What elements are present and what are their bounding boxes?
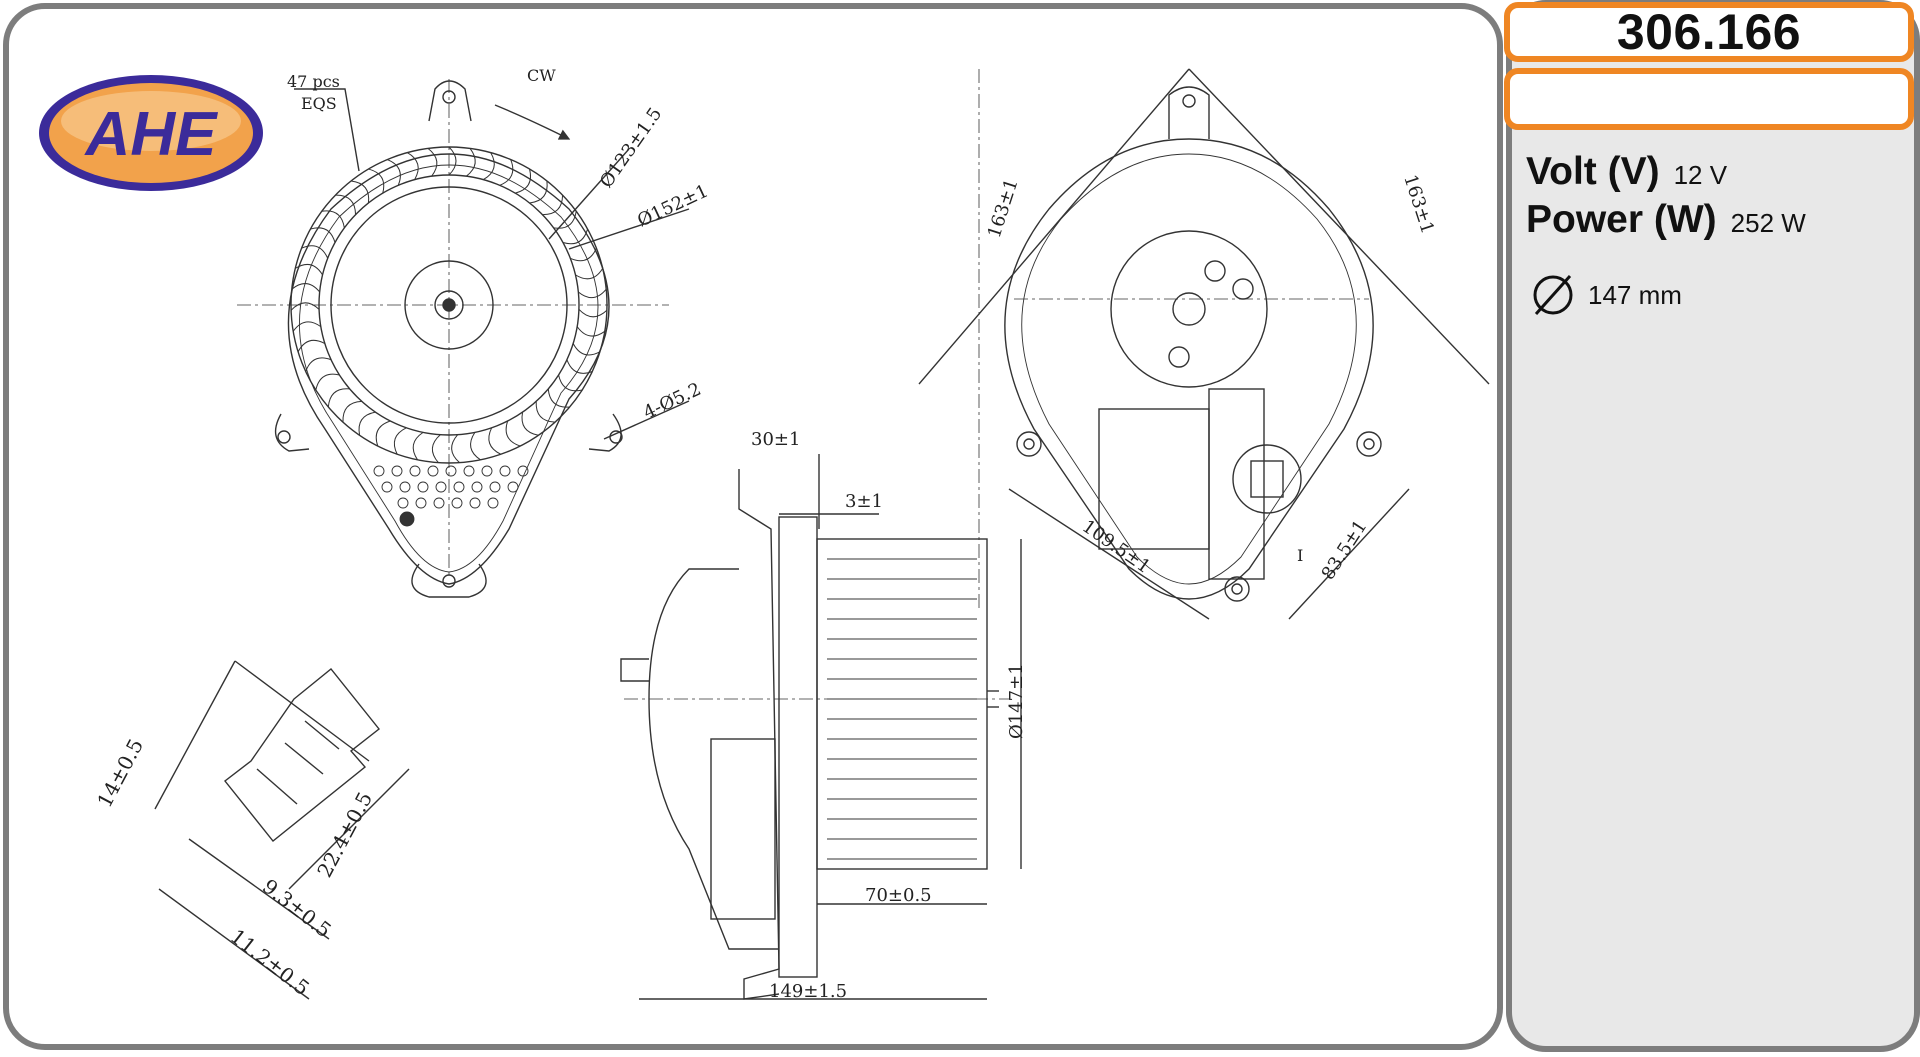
mounting-holes-label: 4-Ø5.2 bbox=[640, 379, 704, 424]
blade-count-label: 47 pcs bbox=[287, 72, 340, 91]
wheel-width-label: 70±0.5 bbox=[865, 885, 932, 906]
total-length-label: 149±1.5 bbox=[769, 981, 847, 1002]
rotation-label: CW bbox=[527, 66, 556, 85]
connector-labels: 14±0.5 22.4±0.5 9.3±0.5 11.2±0.5 bbox=[92, 735, 377, 1001]
outer-diameter-label: Ø152±1 bbox=[634, 181, 711, 232]
gap-label: 3±1 bbox=[845, 491, 883, 512]
span-b-label: 83.5±1 bbox=[1318, 516, 1372, 583]
voltage-value: 12 V bbox=[1673, 160, 1728, 190]
connector-detail bbox=[154, 660, 410, 1000]
inner-diameter-label: Ø123±1.5 bbox=[596, 104, 666, 192]
drawing-frame: AHE bbox=[3, 3, 1503, 1050]
brand-logo: AHE bbox=[39, 75, 263, 191]
diameter-value: 147 mm bbox=[1588, 279, 1682, 310]
connector-c-label: 9.3±0.5 bbox=[258, 874, 336, 942]
part-number-box: 306.166 bbox=[1504, 2, 1914, 62]
height-right-label: 163±1 bbox=[1399, 172, 1438, 236]
marker-label: I bbox=[1297, 546, 1303, 565]
power-value: 252 W bbox=[1730, 208, 1806, 238]
height-left-label: 163±1 bbox=[984, 176, 1023, 240]
part-number: 306.166 bbox=[1616, 4, 1802, 60]
power-label: Power (W) bbox=[1526, 198, 1717, 241]
technical-drawing: AHE bbox=[39, 66, 1490, 1002]
wheel-slats bbox=[827, 558, 977, 860]
spec-panel bbox=[1506, 0, 1920, 1052]
wheel-diameter-label: Ø147±1 bbox=[1006, 663, 1027, 739]
diameter-icon bbox=[1533, 274, 1573, 316]
vent-holes bbox=[373, 465, 529, 527]
connector-d-label: 11.2±0.5 bbox=[226, 924, 314, 1000]
fan-blades bbox=[290, 146, 608, 464]
svg-text:AHE: AHE bbox=[84, 100, 219, 169]
side-view bbox=[620, 454, 1022, 1000]
side-view-labels: 30±1 3±1 Ø147±1 70±0.5 149±1.5 bbox=[751, 429, 1027, 1002]
connector-a-label: 14±0.5 bbox=[92, 735, 148, 812]
part-subtitle-box bbox=[1504, 68, 1914, 130]
front-view bbox=[237, 79, 690, 598]
voltage-label: Volt (V) bbox=[1526, 150, 1660, 193]
eqs-label: EQS bbox=[301, 94, 337, 113]
spec-row-power: Power (W) 252 W bbox=[1526, 198, 1806, 242]
flange-label: 30±1 bbox=[751, 429, 800, 450]
spec-row-diameter: 147 mm bbox=[1530, 272, 1682, 318]
rear-view bbox=[918, 68, 1490, 620]
spec-row-voltage: Volt (V) 12 V bbox=[1526, 150, 1727, 194]
